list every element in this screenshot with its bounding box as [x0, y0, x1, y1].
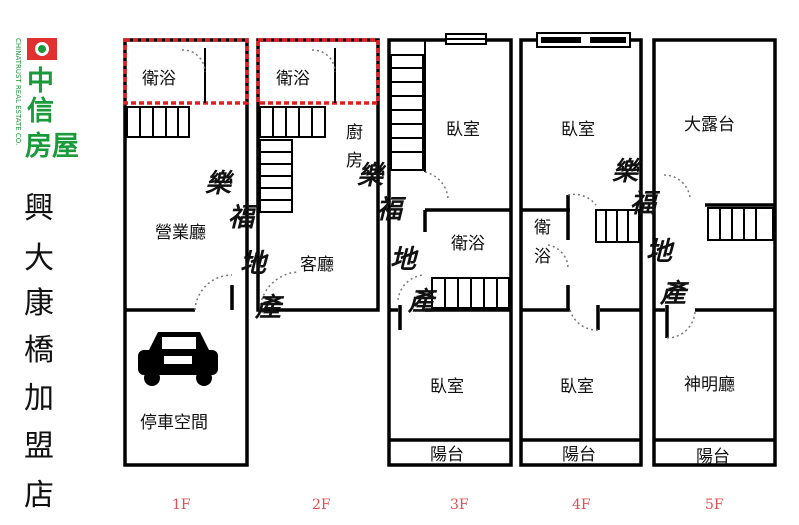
room-1f-bath: 衛浴 — [142, 69, 176, 89]
store-char-2: 大 — [24, 241, 54, 276]
floor-2f-stair-top — [259, 106, 326, 138]
floor-2f-bath-door — [311, 49, 336, 73]
store-char-7: 店 — [24, 478, 54, 513]
floor-label-4f: 4F — [572, 497, 591, 513]
watermark-3-char-1: 樂 — [612, 157, 642, 187]
store-char-3: 康 — [24, 286, 54, 321]
logo-english: CHINATRUST REAL ESTATE CO. — [14, 38, 22, 145]
floor-1f-stair — [126, 106, 190, 138]
floor-2f-stair-side — [259, 139, 293, 213]
room-2f-living-room: 客廳 — [300, 255, 334, 275]
room-2f-kitchen-char-1: 廚 — [346, 122, 363, 143]
logo-emblem-dot — [38, 45, 46, 53]
floor-1f-bath-door — [181, 49, 206, 73]
floor-label-2f: 2F — [312, 497, 331, 513]
room-3f-balcony: 陽台 — [430, 445, 464, 465]
room-3f-bedroom-top: 臥室 — [446, 120, 480, 140]
floor-4f-stair — [595, 209, 640, 243]
floor-3f-plan: 臥室 衛浴 臥室 陽台 — [387, 33, 513, 467]
room-2f-bath: 衛浴 — [276, 69, 310, 89]
floor-2f-plan: 衛浴 廚 房 客廳 — [256, 38, 380, 312]
floor-3f-bath-door — [397, 274, 426, 301]
floor-1f-main-door — [194, 274, 233, 311]
floor-2f-bath-highlight — [256, 38, 380, 105]
watermark-1-char-2: 福 — [228, 203, 259, 233]
watermark-1-char-4: 產 — [254, 293, 285, 323]
watermark-3-char-2: 福 — [630, 189, 661, 219]
floor-2f-door — [259, 271, 299, 311]
room-1f-business-hall: 營業廳 — [155, 223, 206, 243]
logo-char-1: 中 — [27, 66, 54, 97]
floor-label-3f: 3F — [450, 497, 469, 513]
logo-char-2: 信 — [27, 96, 54, 127]
room-4f-bedroom-top: 臥室 — [561, 120, 595, 140]
store-char-1: 興 — [24, 191, 54, 226]
floor-3f-stair-side — [390, 54, 424, 171]
floor-5f-terrace-door — [663, 174, 691, 199]
room-4f-bath-char-2: 浴 — [534, 247, 551, 267]
floor-5f-plan: 大露台 神明廳 陽台 — [652, 38, 777, 467]
watermark-2-char-2: 福 — [376, 195, 407, 225]
floor-4f-bath-door — [547, 244, 569, 269]
room-4f-bath-char-1: 衛 — [534, 218, 551, 238]
watermark-1-char-3: 地 — [240, 249, 269, 279]
floor-label-5f: 5F — [705, 497, 724, 513]
watermark-1: 樂 福 地 產 — [205, 169, 285, 323]
floor-5f-outline — [652, 38, 777, 467]
watermark-2: 樂 福 地 產 — [357, 161, 438, 317]
logo-char-3: 房屋 — [25, 131, 79, 162]
room-5f-altar-hall: 神明廳 — [684, 375, 735, 395]
floor-1f-plan: 衛浴 營業廳 停車空間 — [123, 38, 249, 467]
watermark-2-char-3: 地 — [390, 245, 419, 275]
store-char-5: 加 — [24, 381, 54, 416]
room-5f-terrace: 大露台 — [684, 115, 735, 135]
watermark-3-char-4: 產 — [659, 279, 690, 309]
car-icon — [138, 332, 218, 386]
brand-logo: 中 信 房屋 CHINATRUST REAL ESTATE CO. — [14, 38, 79, 162]
room-3f-bath: 衛浴 — [451, 234, 485, 254]
floor-4f-bottom-door — [569, 309, 599, 331]
room-3f-bedroom-bottom: 臥室 — [430, 377, 464, 397]
room-1f-parking: 停車空間 — [140, 413, 208, 433]
floor-5f-altar-door — [666, 309, 696, 339]
room-2f-kitchen-char-2: 房 — [346, 151, 363, 171]
floor-5f-stair — [707, 207, 774, 241]
store-char-6: 盟 — [24, 429, 54, 464]
watermark-2-char-4: 產 — [407, 287, 438, 317]
floor-1f-bath-highlight — [123, 38, 249, 105]
room-5f-balcony: 陽台 — [696, 447, 730, 467]
store-char-4: 橋 — [24, 333, 54, 368]
floor-4f-window — [536, 32, 631, 48]
room-4f-bedroom-bottom: 臥室 — [560, 377, 594, 397]
watermark-3: 樂 福 地 產 — [612, 157, 690, 309]
floor-label-1f: 1F — [172, 497, 191, 513]
room-4f-balcony: 陽台 — [562, 445, 596, 465]
floor-3f-bedroom-door — [424, 171, 449, 199]
watermark-2-char-1: 樂 — [357, 161, 387, 191]
watermark-1-char-1: 樂 — [205, 169, 235, 199]
floor-3f-stair-bottom — [431, 277, 510, 309]
floor-4f-bedroom-door — [567, 193, 597, 206]
watermark-3-char-3: 地 — [646, 237, 675, 267]
store-name: 興 大 康 橋 加 盟 店 — [24, 191, 54, 513]
floor-4f-plan: 臥室 衛 浴 臥室 陽台 — [519, 32, 643, 467]
